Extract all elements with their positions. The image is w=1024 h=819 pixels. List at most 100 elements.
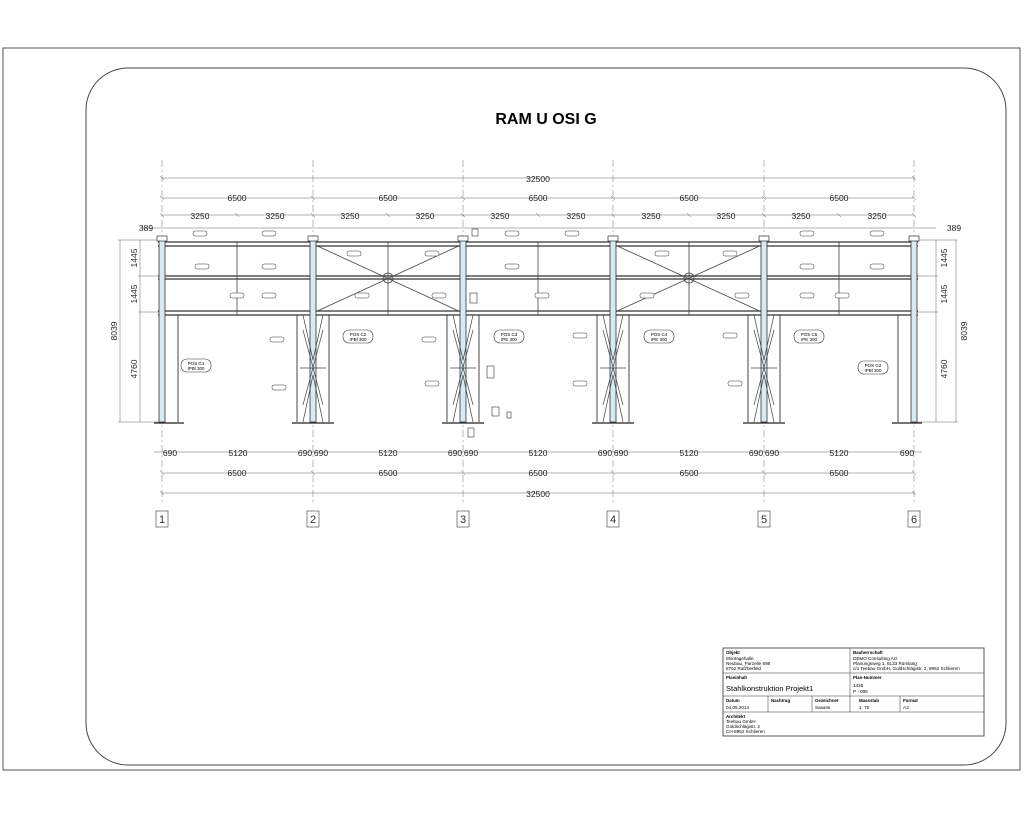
svg-text:5120: 5120 [529, 448, 548, 458]
svg-text:6500: 6500 [830, 193, 849, 203]
welding-symbols [467, 228, 512, 438]
svg-text:3250: 3250 [191, 211, 210, 221]
svg-text:3250: 3250 [491, 211, 510, 221]
svg-text:IPBl 300: IPBl 300 [864, 368, 882, 373]
svg-text:Planinhalt: Planinhalt [726, 675, 748, 680]
axis-marker-5: 5 [757, 510, 771, 528]
svg-text:690: 690 [464, 448, 478, 458]
svg-text:Montagehalle: Montagehalle [726, 656, 754, 661]
beam-tags [192, 230, 885, 391]
svg-text:Architekt: Architekt [726, 714, 746, 719]
upper-posts [236, 242, 840, 315]
svg-text:4760: 4760 [939, 359, 949, 378]
svg-text:POS G2: POS G2 [865, 363, 882, 368]
dim-bays-bottom: 6500 6500 6500 6500 6500 [228, 468, 849, 478]
svg-text:Saxarsi: Saxarsi [815, 705, 830, 710]
svg-text:3250: 3250 [642, 211, 661, 221]
dimension-lines-top [140, 175, 936, 229]
svg-text:IPE 300: IPE 300 [801, 337, 818, 342]
dim-bottom-segments: 690 5120 690 690 5120 690 690 5120 690 6… [163, 448, 914, 458]
svg-text:5: 5 [761, 514, 767, 526]
svg-text:5120: 5120 [680, 448, 699, 458]
svg-text:6500: 6500 [680, 468, 699, 478]
axis-marker-6: 6 [907, 510, 921, 528]
pos-label-col6: POS G2 IPBl 300 [857, 360, 889, 375]
svg-text:1445: 1445 [129, 284, 139, 303]
svg-text:Stahlkonstruktion Projekt1: Stahlkonstruktion Projekt1 [726, 684, 813, 693]
svg-text:Planungsweg 1, 8133 Rümlang: Planungsweg 1, 8133 Rümlang [853, 661, 917, 666]
svg-text:6500: 6500 [529, 193, 548, 203]
dim-bays-top: 6500 6500 6500 6500 6500 [228, 193, 849, 203]
pos-label-col4: POS C4 IPE 300 [643, 329, 675, 344]
svg-text:690: 690 [448, 448, 462, 458]
svg-text:Teebau GmbH: Teebau GmbH [726, 719, 756, 724]
svg-text:Massstab: Massstab [859, 698, 879, 703]
axis-marker-2: 2 [306, 510, 320, 528]
axis-gridlines [161, 160, 915, 505]
svg-text:POS C3: POS C3 [501, 332, 518, 337]
svg-text:6: 6 [911, 514, 917, 526]
svg-text:04.05.2014: 04.05.2014 [726, 705, 749, 710]
svg-text:8039: 8039 [959, 321, 969, 340]
svg-text:Goldschlägistr. 2: Goldschlägistr. 2 [726, 724, 760, 729]
svg-text:A3: A3 [903, 705, 909, 710]
svg-text:POS G1: POS G1 [188, 361, 205, 366]
svg-text:3250: 3250 [567, 211, 586, 221]
svg-text:690: 690 [298, 448, 312, 458]
page-border [2, 47, 1021, 771]
lower-trusses [300, 314, 777, 423]
svg-text:1: 1 [159, 514, 165, 526]
svg-text:IPE 300: IPE 300 [501, 337, 518, 342]
svg-text:5120: 5120 [830, 448, 849, 458]
svg-text:690: 690 [163, 448, 177, 458]
pos-label-col5: POS C5 IPE 300 [793, 329, 825, 344]
svg-text:3250: 3250 [717, 211, 736, 221]
svg-text:c/o Teebau GmbH, Goldschlägist: c/o Teebau GmbH, Goldschlägistr. 2, 8952… [853, 666, 960, 671]
svg-text:3250: 3250 [868, 211, 887, 221]
axis-marker-4: 4 [606, 510, 620, 528]
svg-text:1425: 1425 [853, 683, 864, 688]
svg-text:6500: 6500 [529, 468, 548, 478]
pos-label-col3: POS C3 IPE 300 [493, 329, 525, 344]
svg-text:8762 Rafzberfeld: 8762 Rafzberfeld [726, 666, 761, 671]
pos-label-col2: POS C2 IPBl 300 [342, 329, 374, 344]
dim-total-bottom: 32500 [526, 489, 550, 499]
svg-text:1445: 1445 [939, 284, 949, 303]
svg-text:Gezeichnet: Gezeichnet [815, 698, 839, 703]
svg-text:IPBl 300: IPBl 300 [349, 337, 367, 342]
svg-text:6500: 6500 [228, 193, 247, 203]
svg-text:690: 690 [765, 448, 779, 458]
svg-text:Neubau, Parzelle 698: Neubau, Parzelle 698 [726, 661, 771, 666]
svg-text:P - 006: P - 006 [853, 689, 868, 694]
svg-text:5120: 5120 [379, 448, 398, 458]
svg-text:6500: 6500 [379, 468, 398, 478]
title-block: Objekt Montagehalle Neubau, Parzelle 698… [722, 647, 985, 737]
svg-text:6500: 6500 [680, 193, 699, 203]
svg-text:POS C5: POS C5 [801, 332, 818, 337]
drawing-frame [85, 67, 1007, 766]
svg-text:Datum: Datum [726, 698, 740, 703]
svg-text:3250: 3250 [792, 211, 811, 221]
svg-text:1445: 1445 [129, 248, 139, 267]
svg-text:3: 3 [460, 514, 466, 526]
svg-text:Objekt: Objekt [726, 650, 740, 655]
svg-text:POS C4: POS C4 [651, 332, 668, 337]
svg-text:DEMO Consulting AG: DEMO Consulting AG [853, 656, 898, 661]
dim-left-offset: 389 [139, 223, 153, 233]
svg-text:4760: 4760 [129, 359, 139, 378]
svg-text:690: 690 [598, 448, 612, 458]
svg-text:Plan-Nummer: Plan-Nummer [853, 675, 882, 680]
axis-marker-1: 1 [155, 510, 169, 528]
svg-text:6500: 6500 [379, 193, 398, 203]
svg-text:4: 4 [610, 514, 616, 526]
svg-text:3250: 3250 [416, 211, 435, 221]
svg-text:3250: 3250 [266, 211, 285, 221]
column-caps [156, 235, 920, 242]
svg-text:IPE 300: IPE 300 [651, 337, 668, 342]
drawing-title: RAM U OSI G [495, 111, 596, 128]
svg-text:3250: 3250 [341, 211, 360, 221]
dimension-lines-side [118, 239, 958, 423]
svg-text:690: 690 [314, 448, 328, 458]
dim-side-right: 1445 1445 4760 8039 [939, 248, 969, 378]
